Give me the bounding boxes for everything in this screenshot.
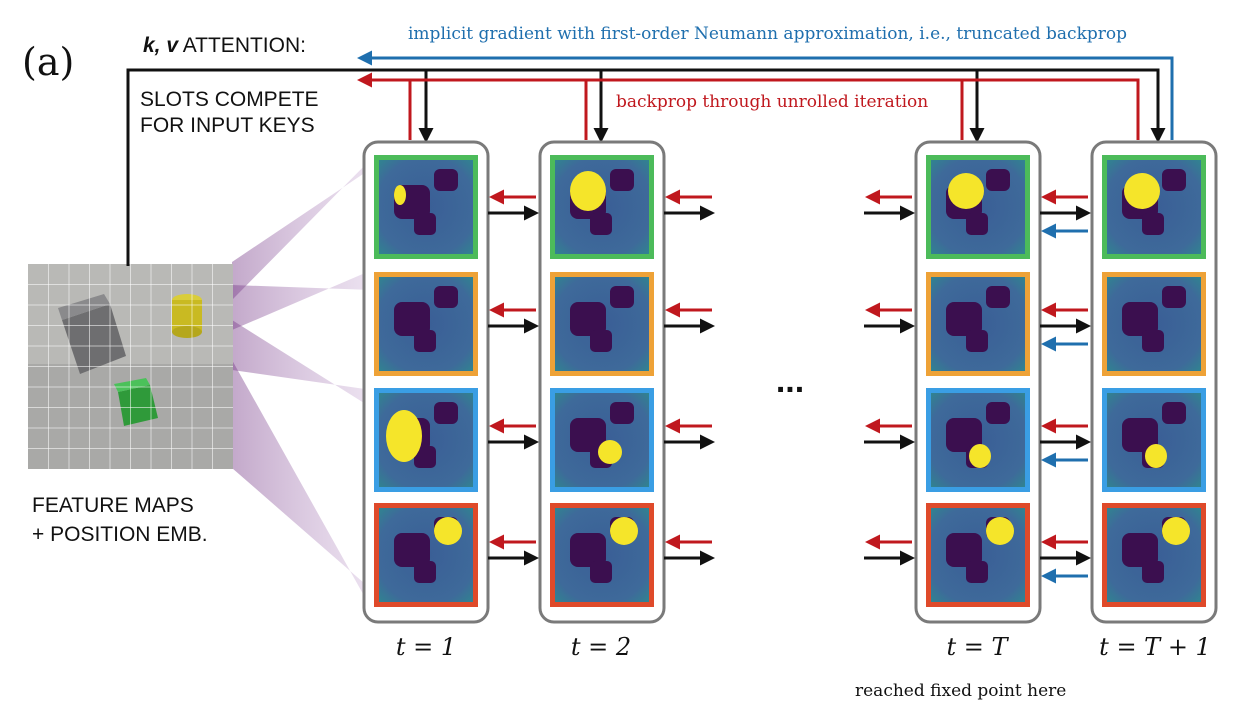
column-tT1 xyxy=(1090,140,1218,624)
attention-line-2: FOR INPUT KEYS xyxy=(140,114,315,137)
time-label-2: t = 2 xyxy=(571,633,631,661)
slot-mask xyxy=(1102,272,1206,376)
column-tT xyxy=(914,140,1042,624)
slot-mask xyxy=(374,272,478,376)
implicit-gradient-label: implicit gradient with first-order Neuma… xyxy=(408,24,1127,44)
feature-maps-line-2: + POSITION EMB. xyxy=(32,523,208,546)
feature-maps-line-1: FEATURE MAPS xyxy=(32,494,194,517)
ellipsis: ... xyxy=(776,362,804,400)
unrolled-backprop-path xyxy=(357,72,1140,140)
attention-path xyxy=(126,68,1166,266)
slot-mask xyxy=(926,388,1030,492)
slot-mask xyxy=(550,388,654,492)
slot-mask xyxy=(1102,388,1206,492)
projection-cones xyxy=(232,158,372,610)
attention-line-1: SLOTS COMPETE xyxy=(140,88,319,111)
slot-mask xyxy=(374,155,478,259)
feature-map-image xyxy=(28,264,233,469)
column-t2 xyxy=(538,140,666,624)
implicit-gradient-path xyxy=(357,50,1174,140)
slot-mask xyxy=(550,155,654,259)
time-label-1: t = 1 xyxy=(396,633,456,661)
slot-mask xyxy=(926,272,1030,376)
slot-mask xyxy=(1102,503,1206,607)
column-t1 xyxy=(362,140,490,624)
unrolled-backprop-label: backprop through unrolled iteration xyxy=(616,92,928,112)
step-arrows xyxy=(488,189,1091,584)
slot-mask xyxy=(374,503,478,607)
iteration-columns xyxy=(362,140,1218,624)
slot-mask xyxy=(1102,155,1206,259)
slot-mask xyxy=(926,155,1030,259)
time-label-T-plus-1: t = T + 1 xyxy=(1099,633,1211,661)
attention-title: k, v ATTENTION: xyxy=(143,34,306,57)
time-label-T: t = T xyxy=(946,633,1009,661)
panel-label: (a) xyxy=(22,40,74,84)
slot-mask xyxy=(550,272,654,376)
slot-mask xyxy=(374,388,478,492)
slot-mask xyxy=(926,503,1030,607)
slot-mask xyxy=(550,503,654,607)
fixed-point-note: reached fixed point here xyxy=(855,681,1066,701)
